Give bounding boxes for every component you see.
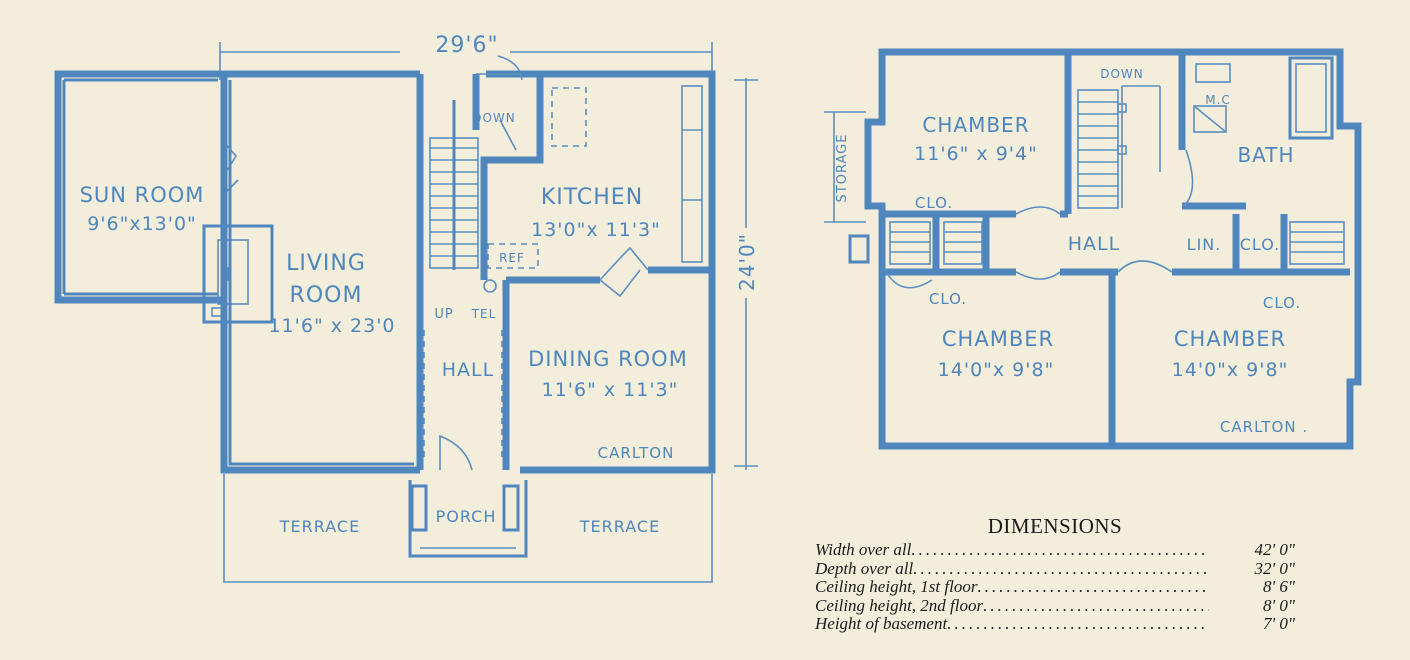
dimension-label: Depth over all [815, 558, 914, 578]
dimension-label: Ceiling height, 1st floor [815, 577, 978, 596]
closet-left-label: CLO. [929, 290, 967, 308]
dimension-value: 8' 0" [1262, 595, 1295, 615]
porch-label: PORCH [436, 507, 497, 526]
dining-room-name: DINING ROOM [528, 347, 688, 371]
sun-room-name: SUN ROOM [80, 183, 205, 207]
dot-leader [983, 597, 1209, 616]
first-floor-hall-label: HALL [442, 359, 494, 381]
dining-room-size: 11'6" x 11'3" [542, 379, 679, 401]
stair-up-label: UP [434, 307, 453, 322]
dot-leader [977, 578, 1209, 597]
bath-label: BATH [1237, 143, 1294, 167]
first-floor-stair [429, 100, 517, 270]
dimension-value: 32' 0" [1254, 558, 1295, 578]
terrace-left-label: TERRACE [279, 517, 360, 536]
first-floor-carlton-label: CARLTON [598, 444, 675, 462]
chamber-left-size: 14'0"x 9'8" [938, 359, 1055, 381]
telephone-label: TEL [471, 307, 497, 321]
dimension-value: 8' 6" [1262, 577, 1295, 596]
dimension-label: Width over all [815, 540, 912, 559]
fireplace [202, 224, 274, 324]
overall-depth-label: 24'0" [735, 233, 759, 291]
living-room-name-1: LIVING [286, 251, 366, 276]
dimension-row: Width over all 42' 0" [815, 540, 1295, 560]
dimension-value: 7' 0" [1262, 614, 1295, 633]
closet-shelves [889, 221, 1345, 265]
dimension-label: Ceiling height, 2nd floor [815, 595, 984, 615]
porch [408, 480, 528, 558]
linen-closet-label: LIN. [1187, 235, 1222, 254]
sun-room-size: 9'6"x13'0" [87, 213, 197, 235]
dimension-row: Ceiling height, 1st floor 8' 6" [815, 577, 1295, 597]
second-floor-hall-label: HALL [1068, 233, 1120, 255]
closet-top-label: CLO. [915, 194, 953, 212]
bath-fixtures [1193, 56, 1334, 140]
second-floor-carlton-label: CARLTON . [1220, 418, 1308, 436]
closet-bottom-right-label: CLO. [1263, 294, 1301, 312]
dimension-row: Height of basement 7' 0" [815, 614, 1295, 634]
dot-leader [911, 541, 1209, 560]
dimensions-title: DIMENSIONS [987, 514, 1123, 538]
chamber-top-name: CHAMBER [922, 113, 1029, 137]
chamber-right-name: CHAMBER [1174, 327, 1286, 351]
closet-right-label: CLO. [1240, 235, 1281, 254]
second-floor-stair [1077, 85, 1161, 209]
living-room-name-2: ROOM [290, 283, 363, 308]
dimension-row: Depth over all 32' 0" [815, 558, 1295, 579]
dot-leader [947, 615, 1209, 634]
dimension-value: 42' 0" [1254, 540, 1295, 559]
second-stair-down-label: DOWN [1100, 67, 1144, 81]
kitchen-size: 13'0"x 11'3" [531, 219, 661, 241]
chamber-right-size: 14'0"x 9'8" [1172, 359, 1289, 381]
dot-leader [913, 560, 1209, 579]
terrace-right-label: TERRACE [579, 517, 660, 536]
width-dimension-line [219, 30, 713, 80]
refrigerator-label: REF [499, 251, 525, 265]
dimensions-table: DIMENSIONS Width over all 42' 0" Depth o… [815, 514, 1295, 634]
overall-width-label: 29'6" [435, 33, 498, 58]
storage-label: STORAGE [835, 134, 850, 203]
chamber-top-size: 11'6" x 9'4" [914, 143, 1038, 165]
storage-dimension [824, 111, 870, 264]
kitchen-name: KITCHEN [541, 185, 643, 210]
dimension-label: Height of basement [815, 614, 948, 633]
depth-dimension-line [732, 78, 760, 470]
first-floor-plan: 29'6" 24'0" SUN ROOM 9'6"x13'0" [54, 30, 760, 583]
second-floor-plan: STORAGE DOWN M.C [824, 48, 1362, 450]
medicine-cabinet-label: M.C [1205, 93, 1231, 107]
chamber-left-name: CHAMBER [942, 327, 1054, 351]
stair-down-label: DOWN [472, 111, 516, 125]
dimension-row: Ceiling height, 2nd floor 8' 0" [815, 595, 1295, 616]
living-room-size: 11'6" x 23'0 [268, 315, 395, 337]
